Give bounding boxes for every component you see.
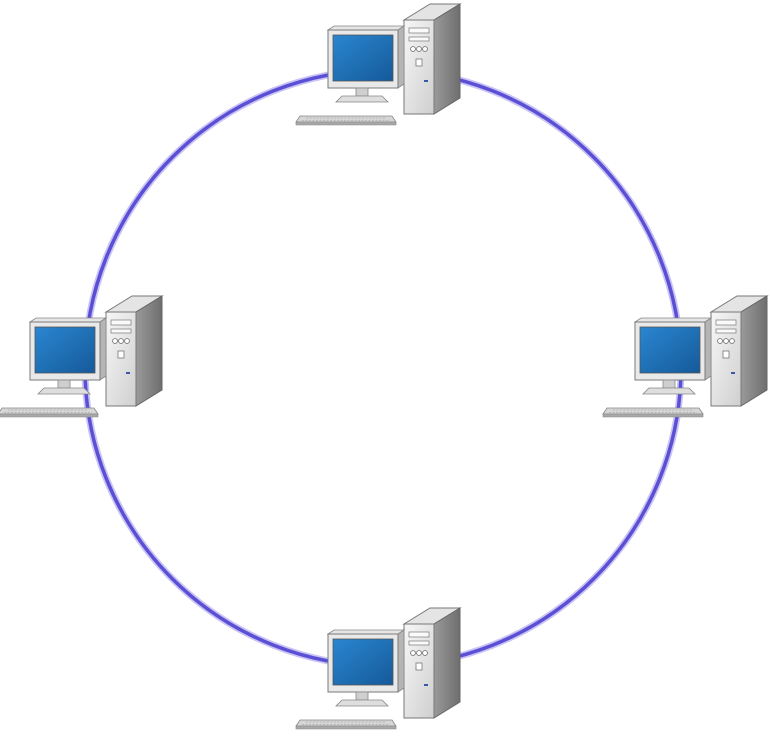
- computer-node-top: [295, 3, 461, 126]
- desktop-computer-icon: [295, 3, 461, 126]
- computer-node-left: [0, 295, 163, 418]
- desktop-computer-icon: [0, 295, 163, 418]
- ring-link: [81, 66, 685, 670]
- desktop-computer-icon: [602, 295, 768, 418]
- desktop-computer-icon: [295, 607, 461, 730]
- computer-node-bottom: [295, 607, 461, 730]
- computer-node-right: [602, 295, 768, 418]
